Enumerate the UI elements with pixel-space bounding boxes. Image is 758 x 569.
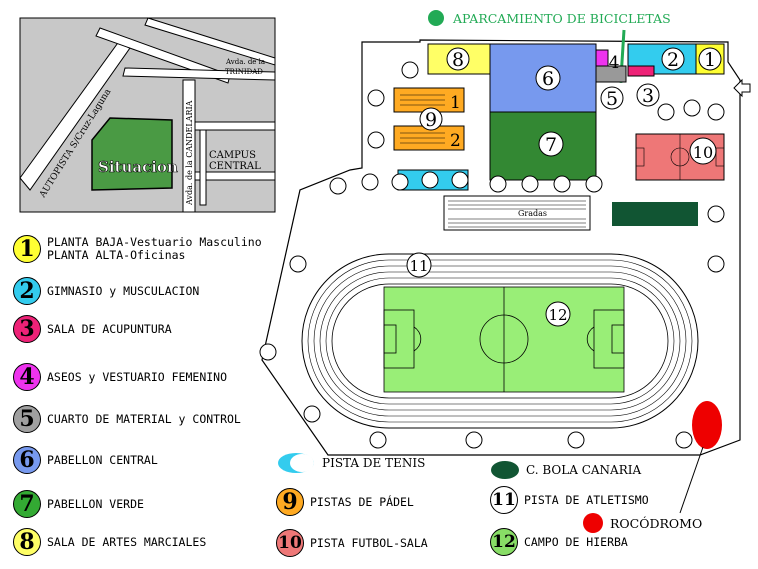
legend-text-8: SALA DE ARTES MARCIALES — [47, 534, 207, 549]
legend-text-rocodromo: ROCÓDROMO — [610, 515, 703, 531]
legend-badge-5: 5 — [13, 405, 41, 433]
legend-badge-7: 7 — [13, 490, 41, 518]
legend-item-8: 8 SALA DE ARTES MARCIALES — [13, 528, 206, 556]
legend-item-5: 5 CUARTO DE MATERIAL y CONTROL — [13, 405, 241, 433]
avda-trinidad-label-2: TRINIDAD — [225, 68, 263, 76]
map-number-10: 10 — [693, 143, 713, 162]
legend-text-2: GIMNASIO y MUSCULACION — [47, 283, 200, 298]
padel-court-1-number: 1 — [450, 93, 461, 113]
situacion-label: Situacion — [98, 158, 178, 176]
legend-item-padel: 9 PISTAS DE PÁDEL — [276, 488, 414, 516]
map-number-9: 9 — [425, 109, 437, 131]
legend-badge-6: 6 — [13, 446, 41, 474]
map-number-12: 12 — [548, 306, 567, 324]
athletics-track — [301, 253, 699, 429]
padel-court-2-number: 2 — [450, 131, 461, 151]
avda-trinidad-label-1: Avda. de la — [225, 58, 265, 66]
map-number-3: 3 — [642, 85, 654, 107]
legend-badge-1: 1 — [13, 235, 41, 263]
legend-text-atletismo: PISTA DE ATLETISMO — [524, 492, 649, 507]
map-number-8: 8 — [452, 49, 464, 71]
bola-canaria-legend-icon — [491, 461, 519, 479]
legend-item-7: 7 PABELLON VERDE — [13, 490, 144, 518]
building-5-block — [595, 65, 627, 83]
campus-label-1: CAMPUS — [209, 150, 256, 161]
entrance-arrow-icon — [733, 78, 751, 98]
rocodromo-marker — [692, 401, 722, 449]
legend-item-6: 6 PABELLON CENTRAL — [13, 446, 158, 474]
map-number-badges: 8 6 7 4 2 1 5 3 9 10 11 12 — [406, 47, 722, 327]
rocodromo-legend-icon — [583, 513, 603, 533]
map-number-6: 6 — [542, 68, 554, 90]
legend-line: PLANTA BAJA-Vestuario Masculino — [47, 235, 262, 249]
legend-item-2: 2 GIMNASIO y MUSCULACION — [13, 277, 199, 305]
legend-badge-3: 3 — [13, 315, 41, 343]
legend-text-4: ASEOS y VESTUARIO FEMENINO — [47, 369, 228, 384]
legend-item-bola: C. BOLA CANARIA — [490, 460, 641, 480]
legend-text-futsal: PISTA FUTBOL-SALA — [310, 535, 428, 550]
legend-badge-9: 9 — [276, 488, 304, 516]
legend-text-3: SALA DE ACUPUNTURA — [47, 321, 172, 336]
tree-icons — [259, 61, 725, 449]
legend-badge-12: 12 — [490, 528, 518, 556]
location-inset-map: Situacion AUTOPISTA S/Cruz-Laguna Avda. … — [19, 17, 276, 213]
legend-text-5: CUARTO DE MATERIAL y CONTROL — [47, 411, 241, 426]
legend-text-6: PABELLON CENTRAL — [47, 452, 158, 467]
legend-badge-4: 4 — [13, 363, 41, 391]
map-number-5: 5 — [606, 88, 618, 110]
legend-item-hierba: 12 CAMPO DE HIERBA — [490, 528, 628, 556]
bike-parking-label: APARCAMIENTO DE BICICLETAS — [452, 11, 671, 26]
building-4 — [595, 49, 609, 67]
legend-item-rocodromo: ROCÓDROMO — [582, 512, 702, 534]
avda-candelaria-label: Avda. de la CANDELARIA — [185, 100, 194, 206]
legend-badge-10: 10 — [276, 529, 304, 557]
legend-item-tenis: PISTA DE TENIS — [276, 452, 425, 474]
tennis-legend-icon — [278, 453, 314, 473]
gradas-stands: Gradas — [443, 195, 591, 231]
legend-text-7: PABELLON VERDE — [47, 496, 144, 511]
legend-text-tenis: PISTA DE TENIS — [322, 455, 426, 470]
bola-canaria-court — [612, 202, 698, 226]
padel-courts: 1 2 — [393, 87, 465, 151]
building-3-block — [627, 65, 655, 77]
legend-text-hierba: CAMPO DE HIERBA — [524, 534, 628, 549]
map-number-2: 2 — [667, 49, 679, 71]
legend-text-padel: PISTAS DE PÁDEL — [310, 494, 414, 509]
legend-text-1: PLANTA BAJA-Vestuario Masculino PLANTA A… — [47, 236, 262, 262]
situacion-area — [91, 117, 173, 191]
legend-line: PLANTA ALTA-Oficinas — [47, 248, 186, 262]
legend-badge-11: 11 — [490, 486, 518, 514]
legend-item-1: 1 PLANTA BAJA-Vestuario Masculino PLANTA… — [13, 235, 262, 263]
gradas-label: Gradas — [518, 209, 547, 218]
legend-item-4: 4 ASEOS y VESTUARIO FEMENINO — [13, 363, 227, 391]
legend-text-bola: C. BOLA CANARIA — [526, 462, 642, 477]
legend-item-futsal: 10 PISTA FUTBOL-SALA — [276, 529, 428, 557]
map-number-1: 1 — [704, 49, 716, 71]
legend-item-atletismo: 11 PISTA DE ATLETISMO — [490, 486, 649, 514]
bike-parking-icon — [428, 10, 444, 26]
legend-item-3: 3 SALA DE ACUPUNTURA — [13, 315, 172, 343]
map-number-4: 4 — [609, 53, 620, 73]
map-number-7: 7 — [545, 134, 557, 156]
legend-badge-2: 2 — [13, 277, 41, 305]
map-number-11: 11 — [409, 257, 428, 275]
legend-badge-8: 8 — [13, 528, 41, 556]
campus-label-2: CENTRAL — [209, 161, 261, 172]
